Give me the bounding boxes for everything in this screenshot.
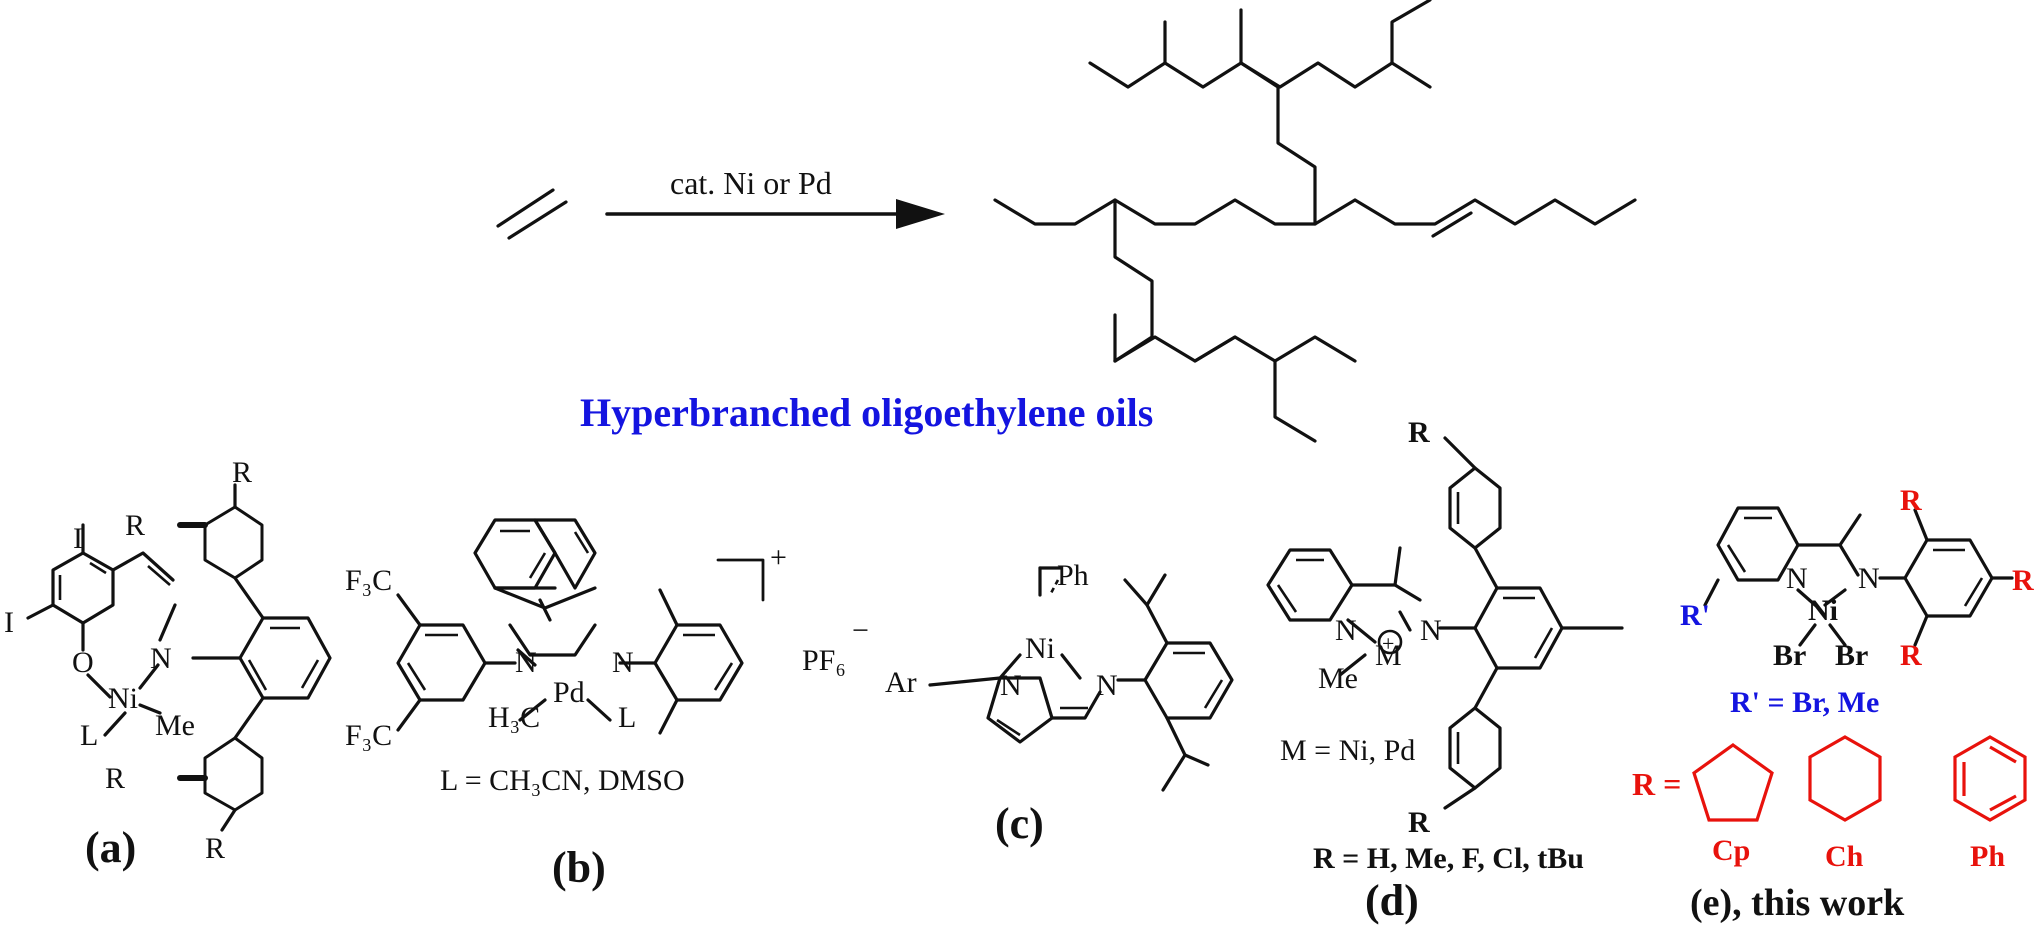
e-r-bottom: R bbox=[1900, 639, 1922, 672]
reaction-arrow: cat. Ni or Pd bbox=[605, 165, 945, 229]
e-r-top: R bbox=[1900, 484, 1922, 517]
c-nickel: Ni bbox=[1025, 632, 1055, 665]
e-group-cp: Cp bbox=[1712, 834, 1750, 867]
cyclopentyl-shape bbox=[1692, 743, 1774, 822]
d-metal-note: M = Ni, Pd bbox=[1280, 734, 1415, 767]
b-counterion: PF₆ bbox=[802, 644, 846, 677]
product-caption: Hyperbranched oligoethylene oils bbox=[580, 390, 1153, 435]
e-bromide-1: Br bbox=[1773, 639, 1806, 672]
d-nitrogen-2: N bbox=[1420, 614, 1442, 647]
hyperbranched-oligoethylene-structure bbox=[993, 0, 1637, 443]
complex-c: Ph Ni N N Ar (c) bbox=[885, 559, 1234, 848]
complex-a: I I O N Ni L Me R R R R (a) bbox=[4, 456, 332, 872]
a-ligand-l: L bbox=[80, 719, 98, 752]
e-nickel: Ni bbox=[1808, 594, 1838, 627]
b-nitrogen-2: N bbox=[612, 646, 634, 679]
c-phenyl: Ph bbox=[1057, 559, 1089, 592]
d-metal: M bbox=[1375, 639, 1402, 672]
c-aryl: Ar bbox=[885, 666, 917, 699]
cyclohexyl-shape bbox=[1808, 735, 1882, 822]
e-r-prime-note: R' = Br, Me bbox=[1730, 686, 1879, 719]
b-nitrogen-1: N bbox=[515, 646, 537, 679]
a-r-2: R bbox=[232, 456, 252, 489]
e-group-ch: Ch bbox=[1825, 840, 1864, 873]
c-nitrogen-1: N bbox=[1000, 669, 1022, 702]
b-methyl: H₃C bbox=[488, 701, 540, 734]
d-substituent-note: R = H, Me, F, Cl, tBu bbox=[1313, 842, 1584, 875]
d-nitrogen-1: N bbox=[1335, 614, 1357, 647]
e-r-para: R bbox=[2012, 564, 2034, 597]
d-methyl: Me bbox=[1318, 662, 1358, 695]
complex-e: N N Ni Br Br R' R R R R' = Br, Me R = Cp… bbox=[1632, 484, 2034, 924]
a-methyl: Me bbox=[155, 709, 195, 742]
b-ligand-l: L bbox=[618, 701, 636, 734]
e-label: (e), this work bbox=[1690, 882, 1905, 924]
a-iodine-2: I bbox=[4, 606, 14, 639]
e-r-equals: R = bbox=[1632, 766, 1681, 802]
a-r-4: R bbox=[205, 832, 225, 865]
a-oxygen: O bbox=[72, 646, 94, 679]
d-plus-charge: + bbox=[1382, 631, 1394, 656]
c-nitrogen-2: N bbox=[1096, 669, 1118, 702]
catalyst-condition-label: cat. Ni or Pd bbox=[670, 165, 832, 201]
b-label: (b) bbox=[552, 843, 606, 892]
a-label: (a) bbox=[85, 823, 136, 872]
a-r-3: R bbox=[105, 762, 125, 795]
b-cf3-bottom: F₃C bbox=[345, 719, 392, 752]
e-nitrogen-1: N bbox=[1786, 562, 1808, 595]
ethylene-molecule bbox=[496, 188, 568, 240]
a-nickel: Ni bbox=[108, 682, 138, 715]
phenyl-shape bbox=[1953, 735, 2027, 822]
e-nitrogen-2: N bbox=[1858, 562, 1880, 595]
a-iodine-1: I bbox=[73, 522, 83, 555]
e-group-ph: Ph bbox=[1970, 840, 2005, 873]
d-r-bottom: R bbox=[1408, 806, 1430, 839]
c-label: (c) bbox=[995, 799, 1044, 848]
complex-b: F₃C F₃C N N Pd H₃C L + PF₆ − L = CH₃CN, … bbox=[345, 518, 869, 892]
b-ligand-note: L = CH₃CN, DMSO bbox=[440, 764, 685, 797]
e-r-prime: R' bbox=[1680, 599, 1710, 632]
d-label: (d) bbox=[1365, 876, 1419, 925]
b-cf3-top: F₃C bbox=[345, 564, 392, 597]
a-r-1: R bbox=[125, 509, 145, 542]
complex-d: N N M + Me R R M = Ni, Pd R = H, Me, F, … bbox=[1266, 416, 1624, 925]
e-bromide-2: Br bbox=[1835, 639, 1868, 672]
b-charge-minus: − bbox=[852, 614, 869, 647]
d-r-top: R bbox=[1408, 416, 1430, 449]
b-charge-plus: + bbox=[770, 541, 787, 574]
b-palladium: Pd bbox=[553, 676, 585, 709]
a-nitrogen: N bbox=[150, 642, 172, 675]
